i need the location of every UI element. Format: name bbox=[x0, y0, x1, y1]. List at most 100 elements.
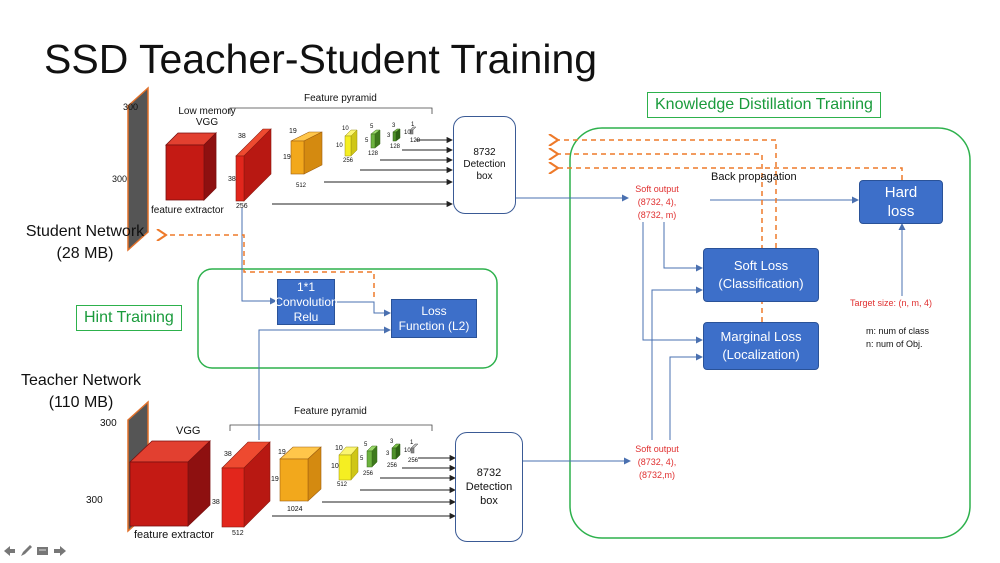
slide-nav bbox=[2, 544, 68, 561]
teacher-map-5 bbox=[366, 445, 378, 468]
soft-loss-line1: Soft Loss bbox=[733, 258, 789, 273]
marginal-loss-box: Marginal Loss (Localization) bbox=[703, 322, 819, 370]
student-input-height: 300 bbox=[123, 102, 139, 112]
teacher-map2-side: 10 bbox=[331, 463, 339, 470]
forward-arrow-icon bbox=[54, 546, 66, 556]
student-map0-top: 38 bbox=[238, 133, 246, 140]
teacher-extractor-label: feature extractor bbox=[134, 529, 215, 541]
teacher-input-height: 300 bbox=[100, 418, 117, 429]
l2-loss-box: Loss Function (L2) bbox=[391, 299, 477, 338]
teacher-map0-depth: 512 bbox=[232, 530, 244, 537]
teacher-detection-text: Detection bbox=[465, 481, 513, 493]
student-detection-text: Detection bbox=[463, 159, 506, 170]
teacher-map-3 bbox=[391, 443, 401, 460]
teacher-map3-side: 5 bbox=[360, 456, 364, 462]
teacher-backbone-label: VGG bbox=[176, 425, 201, 437]
teacher-soft-output: Soft output (8732, 4), (8732,m) bbox=[629, 443, 685, 482]
teacher-map1-top: 19 bbox=[278, 449, 286, 456]
student-extractor-cube bbox=[165, 132, 217, 201]
teacher-soft-output-line3: (8732,m) bbox=[638, 470, 675, 480]
student-map4-side: 3 bbox=[387, 133, 391, 139]
teacher-map-38 bbox=[221, 441, 271, 528]
hard-loss-line1: Hard bbox=[884, 184, 918, 201]
marginal-loss-line1: Marginal Loss bbox=[720, 329, 802, 344]
hard-loss-line2: loss bbox=[887, 203, 915, 220]
teacher-network-label: Teacher Network (110 MB) bbox=[14, 370, 148, 414]
teacher-map3-top: 5 bbox=[364, 442, 368, 448]
target-size-label: Target size: (n, m, 4) bbox=[850, 298, 933, 308]
teacher-map2-depth: 512 bbox=[337, 482, 348, 488]
student-input-image bbox=[127, 86, 149, 252]
teacher-map5-top: 1 bbox=[410, 440, 414, 446]
student-map0-side: 38 bbox=[228, 176, 236, 183]
student-map1-side: 19 bbox=[283, 154, 291, 161]
student-soft-output-line3: (8732, m) bbox=[637, 210, 677, 220]
teacher-map-1 bbox=[410, 443, 419, 454]
student-map2-depth: 256 bbox=[343, 158, 354, 164]
student-backbone-line2: VGG bbox=[195, 117, 219, 128]
legend-m: m: num of class bbox=[866, 326, 930, 336]
teacher-map-10 bbox=[338, 446, 359, 481]
teacher-input-width: 300 bbox=[86, 495, 103, 506]
kd-training-frame bbox=[569, 127, 971, 539]
conv-line3: Relu bbox=[293, 309, 319, 324]
teacher-map4-side: 3 bbox=[386, 451, 390, 457]
student-map-38 bbox=[235, 128, 272, 202]
teacher-map2-top: 10 bbox=[335, 445, 343, 452]
soft-loss-box: Soft Loss (Classification) bbox=[703, 248, 819, 302]
teacher-map1-depth: 1024 bbox=[287, 506, 303, 513]
teacher-map-19 bbox=[279, 446, 322, 502]
student-extractor-label: feature extractor bbox=[151, 205, 224, 216]
teacher-map5-depth: 256 bbox=[408, 458, 419, 464]
student-size: (28 MB) bbox=[56, 245, 114, 262]
student-map0-depth: 256 bbox=[236, 203, 248, 210]
soft-loss-line2: (Classification) bbox=[718, 276, 804, 291]
l2-loss-line1: Loss bbox=[421, 303, 447, 318]
student-map-19 bbox=[290, 131, 323, 175]
student-detection-box: 8732 Detection box bbox=[453, 116, 516, 214]
legend-text: m: num of class n: num of Obj. bbox=[866, 325, 929, 351]
student-backbone-label: Low memory VGG bbox=[176, 106, 238, 128]
student-soft-output-line2: (8732, 4), bbox=[637, 197, 677, 207]
student-soft-output-line1: Soft output bbox=[635, 184, 679, 194]
student-map1-depth: 512 bbox=[296, 183, 307, 189]
student-map1-top: 19 bbox=[289, 128, 297, 135]
student-map3-top: 5 bbox=[370, 124, 374, 130]
student-map-1 bbox=[409, 126, 417, 135]
student-pyramid-bracket bbox=[229, 107, 433, 114]
teacher-map1-side: 19 bbox=[271, 476, 279, 483]
student-soft-output: Soft output (8732, 4), (8732, m) bbox=[629, 183, 685, 222]
slides-icon bbox=[37, 547, 48, 555]
student-pyramid-label: Feature pyramid bbox=[304, 93, 377, 104]
kd-training-tag: Knowledge Distillation Training bbox=[647, 92, 881, 118]
hint-training-tag: Hint Training bbox=[76, 305, 182, 331]
pen-icon bbox=[21, 545, 32, 556]
student-name: Student Network bbox=[25, 223, 145, 240]
slide-title: SSD Teacher-Student Training bbox=[44, 36, 598, 82]
hint-training-frame bbox=[197, 268, 498, 369]
student-map2-top: 10 bbox=[342, 126, 349, 132]
teacher-detection-box-text: box bbox=[480, 495, 498, 507]
teacher-map0-side: 38 bbox=[212, 499, 220, 506]
student-map-3 bbox=[392, 128, 401, 142]
student-map3-side: 5 bbox=[365, 138, 369, 144]
l2-loss-line2: Function (L2) bbox=[398, 318, 470, 333]
back-propagation-label: Back propagation bbox=[711, 171, 797, 183]
student-map-5 bbox=[370, 129, 381, 149]
student-map4-depth: 128 bbox=[390, 144, 401, 150]
teacher-pyramid-label: Feature pyramid bbox=[294, 406, 367, 417]
teacher-soft-output-line2: (8732, 4), bbox=[637, 457, 677, 467]
teacher-detection-box: 8732 Detection box bbox=[455, 432, 523, 542]
teacher-map4-top: 3 bbox=[390, 439, 394, 445]
conv-line1: 1*1 bbox=[296, 279, 316, 294]
legend-n: n: num of Obj. bbox=[866, 339, 923, 349]
teacher-size: (110 MB) bbox=[48, 394, 114, 411]
conv-relu-box: 1*1 Convolution Relu bbox=[274, 279, 338, 325]
teacher-map3-depth: 256 bbox=[363, 471, 374, 477]
teacher-extractor-cube bbox=[129, 440, 211, 527]
teacher-map4-depth: 256 bbox=[387, 463, 398, 469]
teacher-pyramid-bracket bbox=[229, 424, 433, 431]
student-map5-depth: 128 bbox=[410, 138, 421, 144]
